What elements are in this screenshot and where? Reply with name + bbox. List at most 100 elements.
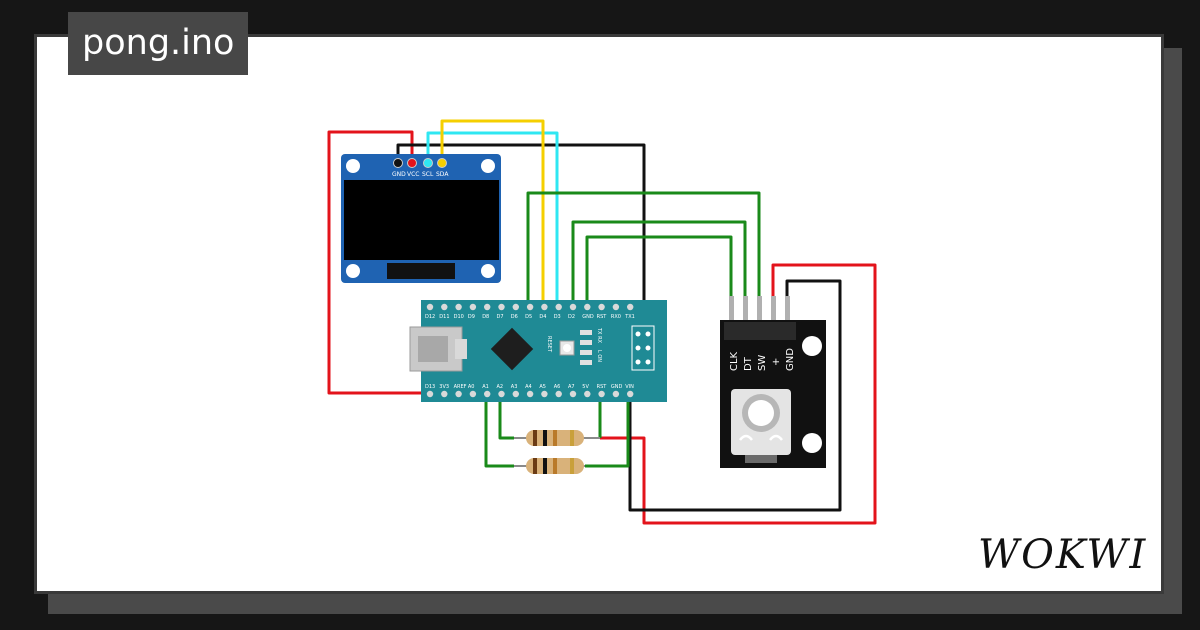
nano-pin-3v3[interactable] [441,390,448,398]
nano-pin-d9[interactable] [469,303,477,311]
nano-pin-label: D4 [539,314,546,320]
nano-pin-label: D7 [497,314,504,320]
nano-pin-a6[interactable] [555,390,562,398]
nano-pin-label: A3 [511,384,518,390]
nano-lon-label: L ON [596,350,602,362]
oled-header [393,158,447,168]
nano-pin-label: D12 [425,314,435,320]
wire-oled-scl[interactable] [426,131,559,392]
nano-pin-a7[interactable] [569,390,577,398]
nano-pin-5v[interactable] [584,390,591,398]
nano-pin-gnd[interactable] [612,390,620,398]
nano-pin-label: D10 [454,314,464,320]
nano-pin-label: D3 [554,314,561,320]
nano-pin-d5[interactable] [526,303,534,311]
nano-pin-d4[interactable] [541,303,548,311]
wire-enc-gnd[interactable] [628,279,842,512]
nano-pin-label: GND [582,314,594,320]
nano-pin-d3[interactable] [555,303,562,311]
nano-pin-label: A6 [554,384,561,390]
oled-pin-scl: SCL [422,171,434,178]
nano-pin-label: A5 [539,384,546,390]
wire-enc-dt[interactable] [571,220,747,307]
arduino-nano[interactable]: RESET TX RX L ON D12 D11 D10 D9 D8 D7 D6 D5 D4 D3… [409,300,667,402]
nano-pin-a3[interactable] [512,390,519,398]
encoder-pin-clk: CLK [729,351,740,371]
nano-pin-label: RST [597,314,608,320]
wire-oled-gnd[interactable] [396,143,646,395]
nano-pin-label: RX0 [611,314,621,320]
nano-pin-label: GND [611,384,623,390]
wokwi-logo-text: WOKWI [978,532,1147,578]
nano-pin-aref[interactable] [455,390,462,398]
oled-pin-sda: SDA [436,171,449,178]
encoder-knob[interactable] [731,389,791,463]
nano-pin-label: D11 [439,314,449,320]
encoder-pin-sw: SW [757,355,768,371]
nano-pin-a4[interactable] [526,390,534,398]
rotary-encoder[interactable]: CLK DT SW + GND [720,296,826,468]
nano-pin-a5[interactable] [541,390,548,398]
resistor-2[interactable] [514,458,585,474]
nano-pin-rst[interactable] [598,303,605,311]
nano-pin-d13[interactable] [426,390,434,398]
nano-pin-label: A1 [482,384,489,390]
encoder-pin-dt: DT [743,356,754,371]
encoder-pin-gnd: GND [785,348,796,371]
nano-pin-vin[interactable] [627,390,634,398]
wire-oled-sda[interactable] [440,119,545,392]
nano-pin-label: RST [597,384,608,390]
nano-pin-d8[interactable] [484,303,491,311]
nano-pin-label: D6 [511,314,518,320]
wire-enc-clk[interactable] [585,235,733,307]
nano-reset-label: RESET [546,336,552,353]
wires [327,119,877,525]
nano-pin-d12[interactable] [426,303,434,311]
nano-pin-d7[interactable] [498,303,505,311]
nano-pin-label: D13 [425,384,435,390]
nano-pin-label: A4 [525,384,532,390]
wire-res2-b[interactable] [585,400,630,468]
wire-enc-sw[interactable] [526,191,761,307]
nano-pin-label: 5V [582,384,589,390]
nano-pin-label: D5 [525,314,532,320]
nano-pin-label: AREF [454,384,467,390]
nano-pin-label: D8 [482,314,489,320]
nano-pin-label: D9 [468,314,475,320]
wokwi-logo: WOKWI [978,532,1147,578]
oled-display[interactable]: GND VCC SCL SDA [341,154,501,283]
oled-screen [344,180,499,260]
nano-pin-label: D2 [568,314,575,320]
nano-pin-rst[interactable] [598,390,605,398]
wire-oled-vcc[interactable] [327,130,460,395]
wire-res1-a[interactable] [484,392,514,468]
nano-pin-d10[interactable] [455,303,462,311]
encoder-header [729,296,790,320]
nano-pin-a0[interactable] [469,390,477,398]
oled-pin-gnd: GND [392,171,406,178]
nano-pin-label: A7 [568,384,575,390]
nano-pin-label: A2 [497,384,504,390]
nano-pin-label: TX1 [624,314,635,320]
oled-pin-vcc: VCC [407,171,419,178]
nano-pin-tx1[interactable] [627,303,634,311]
resistor-1[interactable] [514,430,600,446]
wire-enc-vcc[interactable] [600,263,877,525]
encoder-pin-vcc: + [771,358,782,366]
nano-pin-gnd[interactable] [584,303,591,311]
nano-txrx-label: TX RX [596,327,602,344]
nano-pin-label: VIN [625,384,634,390]
wire-res1-b[interactable] [498,392,514,440]
nano-pin-label: 3V3 [439,384,449,390]
project-title: pong.ino [68,12,249,75]
nano-pin-d6[interactable] [512,303,519,311]
nano-pin-label: A0 [468,384,475,390]
nano-pin-a2[interactable] [498,390,505,398]
nano-pin-rx0[interactable] [612,303,620,311]
nano-pin-d11[interactable] [441,303,448,311]
nano-pin-d2[interactable] [569,303,577,311]
nano-pin-a1[interactable] [484,390,491,398]
